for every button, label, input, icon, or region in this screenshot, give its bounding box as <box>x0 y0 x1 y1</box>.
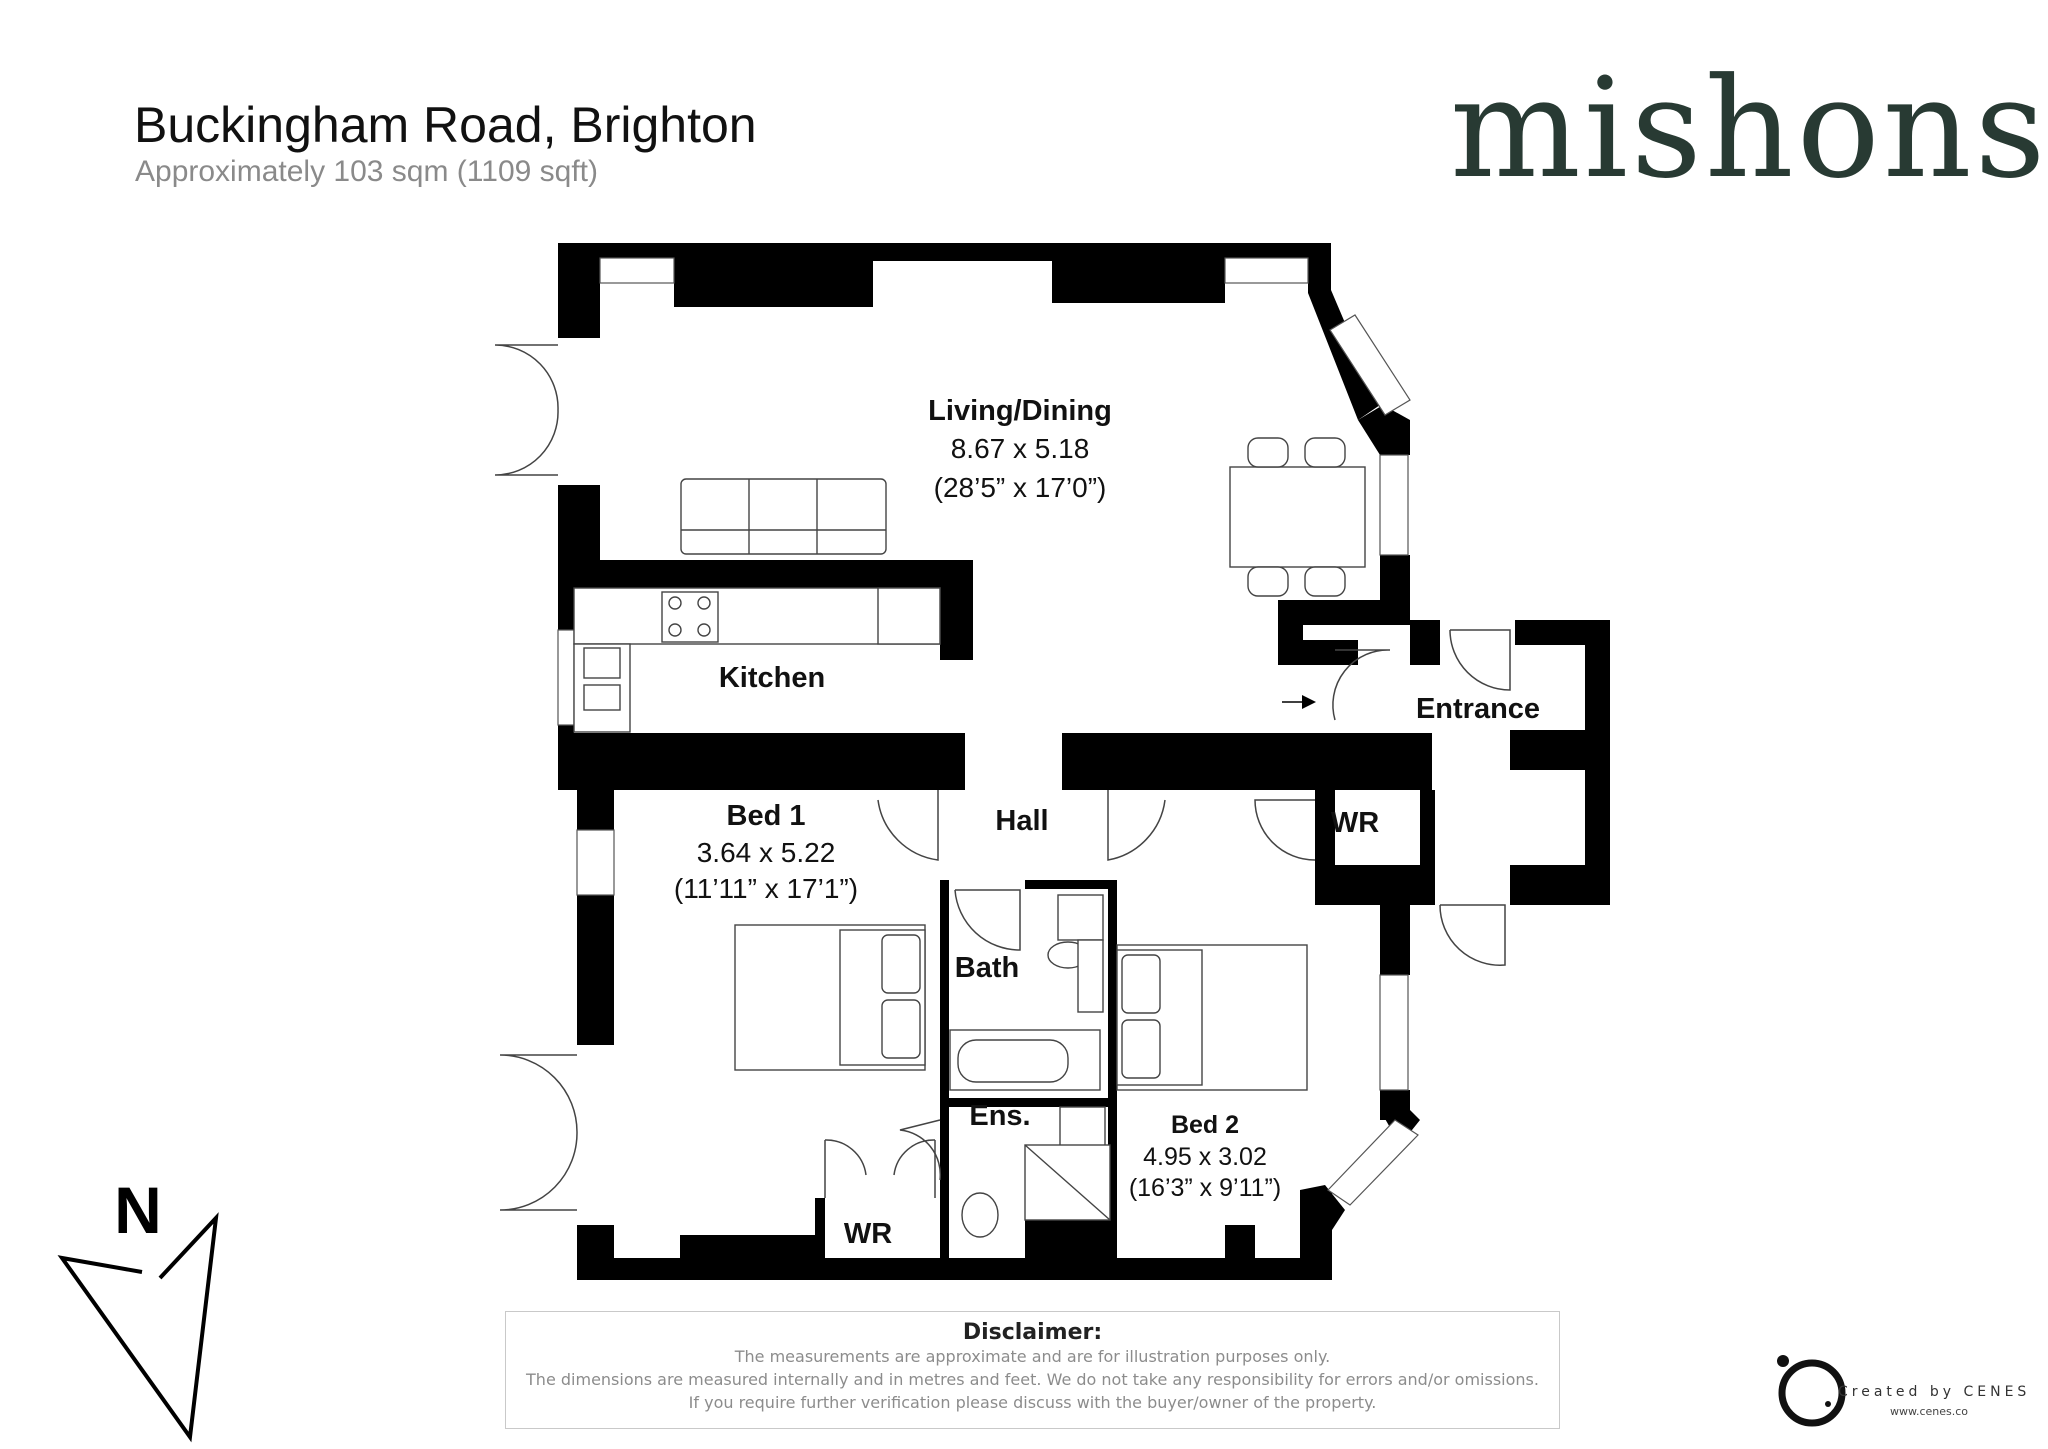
room-name-hall: Hall <box>995 805 1048 837</box>
room-name-ensuite: Ens. <box>969 1100 1030 1132</box>
north-label: N <box>114 1173 162 1247</box>
floor-area: Approximately 103 sqm (1109 sqft) <box>135 155 598 188</box>
chair-icon <box>1247 437 1289 468</box>
room-name-living: Living/Dining <box>928 395 1112 427</box>
page-title: Buckingham Road, Brighton <box>134 97 757 153</box>
north-arrow-icon: N <box>57 1173 219 1443</box>
room-name-kitchen: Kitchen <box>719 662 825 694</box>
window-bed2 <box>1379 974 1409 1091</box>
window-living-right <box>1379 454 1409 556</box>
window-kitchen <box>557 629 575 726</box>
chair-icon <box>1247 566 1289 597</box>
window-bed2-bay <box>1327 1119 1419 1206</box>
window-top-right <box>1224 257 1309 284</box>
room-name-entrance: Entrance <box>1416 693 1540 725</box>
room-imperial-living: (28’5” x 17’0”) <box>934 472 1107 503</box>
furniture <box>573 437 1366 1238</box>
windows <box>557 257 1419 1206</box>
room-name-wr-hall: WR <box>1331 807 1379 839</box>
drainer-icon <box>583 684 621 711</box>
basin-icon <box>1057 894 1104 941</box>
room-metric-bed1: 3.64 x 5.22 <box>697 837 836 868</box>
room-name-bath: Bath <box>955 952 1019 984</box>
dining-table-icon <box>1229 466 1366 568</box>
entry-arrow-icon <box>1302 695 1316 709</box>
window-bay-upper <box>1329 314 1411 416</box>
walls <box>558 243 1610 1280</box>
chair-icon <box>1304 566 1346 597</box>
room-name-bed1: Bed 1 <box>727 800 806 832</box>
credit-text: Created by CENES <box>1838 1384 2031 1400</box>
doors <box>494 344 1511 1211</box>
sofa-icon <box>680 478 887 555</box>
credit-url: www.cenes.co <box>1890 1405 1969 1418</box>
brand-logo: mishons <box>1450 48 2048 209</box>
disclaimer-line: The measurements are approximate and are… <box>734 1347 1331 1366</box>
toilet-icon <box>961 1192 999 1238</box>
disclaimer-box: Disclaimer: The measurements are approxi… <box>505 1311 1560 1429</box>
room-name-wr-bed1: WR <box>844 1218 892 1250</box>
disclaimer-title: Disclaimer: <box>962 1320 1103 1345</box>
cenes-logo-icon <box>1777 1355 1846 1427</box>
sink-icon <box>583 647 621 679</box>
window-bed1 <box>576 829 615 896</box>
disclaimer-line: If you require further verification plea… <box>688 1393 1377 1412</box>
room-metric-bed2: 4.95 x 3.02 <box>1143 1143 1267 1171</box>
disclaimer-line: The dimensions are measured internally a… <box>526 1370 1539 1389</box>
room-imperial-bed2: (16’3” x 9’11”) <box>1129 1174 1281 1202</box>
room-name-bed2: Bed 2 <box>1171 1111 1239 1139</box>
room-imperial-bed1: (11’11” x 17’1”) <box>674 873 858 904</box>
room-metric-living: 8.67 x 5.18 <box>951 433 1090 464</box>
window-top-left <box>599 257 675 284</box>
chair-icon <box>1304 437 1346 468</box>
room-labels: Living/Dining 8.67 x 5.18 (28’5” x 17’0”… <box>674 395 1540 1250</box>
